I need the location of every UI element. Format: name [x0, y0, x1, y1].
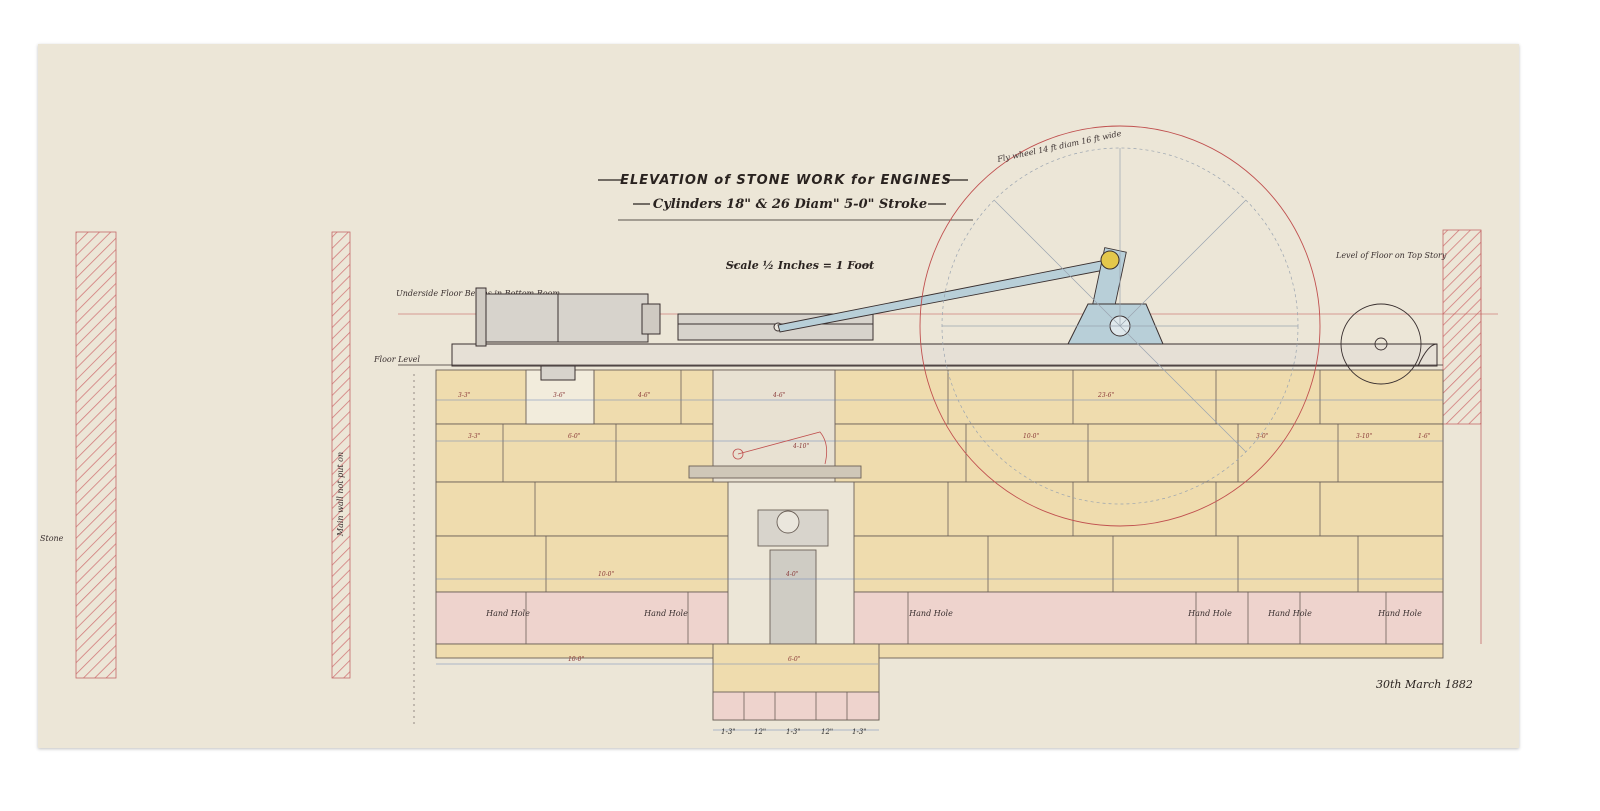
- dimension-label: 1-3": [852, 728, 867, 736]
- dimension-label: 3-10": [1356, 433, 1372, 440]
- dimension-lines: [436, 399, 1443, 731]
- dimension-label: 4-0": [785, 571, 799, 578]
- dimension-label: 6-0": [568, 433, 581, 440]
- dimension-labels: 3-3" 3-6" 4-6" 4-6" 23-6" 3-3" 6-0" 4-10…: [458, 392, 1431, 736]
- dimension-label: 4-6": [637, 392, 651, 399]
- dimension-label: 10-0": [598, 571, 614, 578]
- dimension-label: 3-6": [553, 392, 566, 399]
- dimension-label: 1-6": [1418, 433, 1431, 440]
- scale-label: Scale ½ Inches = 1 Foot: [726, 259, 874, 272]
- dimension-label: 3-0": [1256, 433, 1269, 440]
- foundation-stonework: [435, 369, 1444, 721]
- wall-right: [1442, 229, 1482, 425]
- title-block: ELEVATION of STONE WORK for ENGINES Cyli…: [598, 173, 973, 221]
- level-floor-top-label: Level of Floor on Top Story: [1335, 251, 1447, 260]
- steam-cylinder: [475, 287, 661, 381]
- pulley: [1340, 303, 1422, 385]
- hand-hole-label: Hand Hole: [485, 609, 530, 618]
- flywheel: [919, 125, 1321, 527]
- engine-elevation-drawing: ELEVATION of STONE WORK for ENGINES Cyli…: [40, 125, 1498, 736]
- drawing-date: 30th March 1882: [1376, 678, 1473, 691]
- hand-hole-label: Hand Hole: [908, 609, 953, 618]
- hand-hole-label: Hand Hole: [1187, 609, 1232, 618]
- dimension-label: 6-0": [788, 656, 801, 663]
- stone-label: Stone: [40, 534, 64, 543]
- dimension-label: 23-6": [1097, 392, 1114, 399]
- hand-hole-label: Hand Hole: [1377, 609, 1422, 618]
- dimension-label: 10-0": [568, 656, 584, 663]
- wall-left-outer: [75, 231, 117, 679]
- crank-pin: [1100, 250, 1120, 270]
- dimension-label: 1-3": [721, 728, 736, 736]
- main-wall-note: Main wall not put on: [336, 452, 345, 537]
- eccentric-centre: [732, 448, 744, 460]
- dimension-label: 1-3": [786, 728, 801, 736]
- hand-hole-labels: Hand Hole Hand Hole Hand Hole Hand Hole …: [485, 609, 1422, 618]
- drawing-subtitle: Cylinders 18" & 26 Diam" 5-0" Stroke: [653, 197, 927, 212]
- dimension-label: 10-0": [1023, 433, 1039, 440]
- drawing-sheet: ELEVATION of STONE WORK for ENGINES Cyli…: [38, 44, 1519, 748]
- dimension-label: 3-3": [458, 392, 471, 399]
- dimension-label: 12": [754, 728, 766, 736]
- hand-hole-label: Hand Hole: [1267, 609, 1312, 618]
- stone-joints: [502, 370, 1387, 720]
- bed-plate-curve: [1417, 343, 1438, 367]
- wall-left-inner: [331, 231, 351, 679]
- dimension-label: 4-10": [792, 443, 809, 450]
- drawing-title: ELEVATION of STONE WORK for ENGINES: [620, 173, 952, 188]
- hand-hole-label: Hand Hole: [643, 609, 688, 618]
- eccentric-arc: [737, 431, 828, 465]
- scale-note: Scale ½ Inches = 1 Foot: [726, 259, 874, 272]
- dimension-label: 3-3": [468, 433, 481, 440]
- floor-level-label: Floor Level: [373, 355, 420, 364]
- dimension-label: 12": [821, 728, 833, 736]
- dimension-label: 4-6": [772, 392, 786, 399]
